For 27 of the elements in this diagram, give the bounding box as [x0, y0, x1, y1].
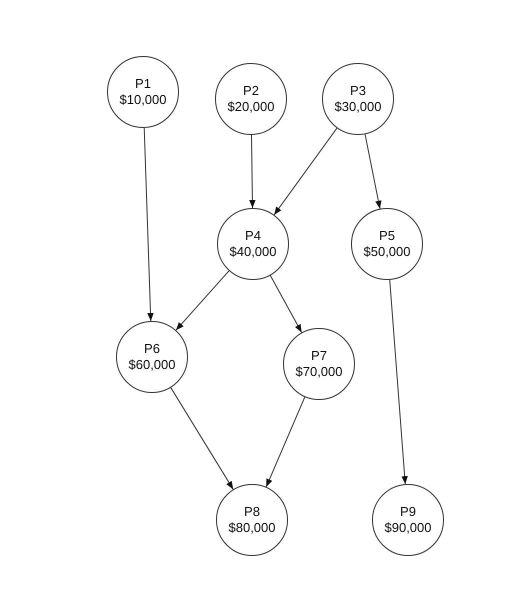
node-label: $90,000	[384, 520, 432, 536]
node-label: P7	[311, 348, 327, 364]
node-label: $10,000	[120, 92, 166, 108]
arrow	[274, 128, 338, 216]
node-label: $50,000	[364, 244, 410, 260]
arrow	[270, 275, 302, 333]
node-label: P6	[144, 341, 160, 357]
arrow	[176, 270, 230, 331]
arrow	[266, 396, 306, 488]
node-label: $20,000	[228, 99, 274, 115]
node-label: P8	[244, 504, 260, 520]
node-label: P5	[379, 228, 395, 244]
node-label: $40,000	[230, 244, 276, 260]
arrow	[249, 134, 256, 208]
arrow	[364, 134, 382, 210]
node-label: P9	[400, 504, 416, 520]
arrow	[389, 279, 408, 485]
node-label: $70,000	[296, 364, 342, 380]
node-label: $80,000	[228, 520, 276, 536]
node-label: P3	[350, 83, 366, 99]
arrow	[144, 127, 154, 322]
node-label: $60,000	[128, 357, 176, 373]
node-label: P1	[135, 76, 151, 92]
node-label: P4	[245, 228, 261, 244]
node-label: $30,000	[334, 99, 382, 115]
arrow	[170, 387, 234, 490]
node-label: P2	[243, 83, 259, 99]
